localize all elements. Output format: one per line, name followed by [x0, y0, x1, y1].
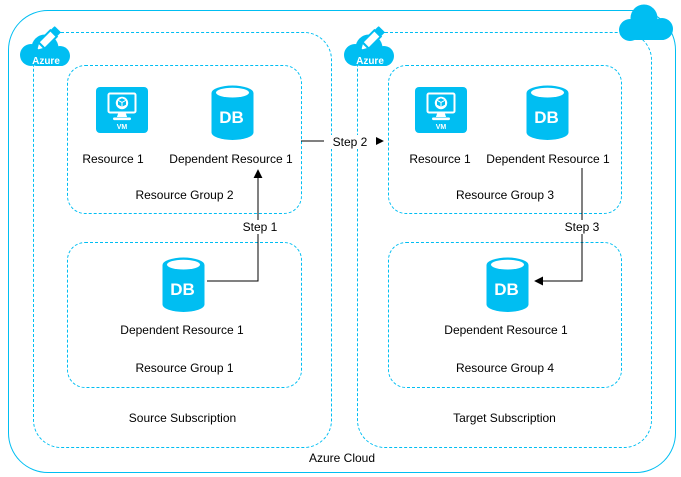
resource-label: Dependent Resource 1: [444, 323, 568, 337]
resource-label: Resource 1: [82, 152, 144, 166]
vm-icon-label: VM: [117, 124, 128, 131]
azure-logo-icon: Azure: [344, 26, 394, 67]
resource-group-1-box: Resource Group 1: [67, 242, 302, 388]
target-subscription-label: Target Subscription: [453, 411, 556, 425]
resource-group-2-label: Resource Group 2: [135, 188, 234, 202]
resource-group-3-label: Resource Group 3: [455, 188, 555, 202]
db-icon-label: DB: [219, 108, 244, 127]
azure-logo-label: Azure: [356, 56, 384, 67]
target-subscription-box: Target Subscription: [357, 32, 652, 448]
azure-logo-label: Azure: [32, 56, 60, 67]
db-icon: DB: [162, 257, 205, 312]
source-subscription-label: Source Subscription: [128, 411, 237, 425]
resource-label: Dependent Resource 1: [486, 152, 610, 166]
step-2-label: Step 2: [324, 135, 376, 149]
azure-logo-icon: Azure: [20, 26, 70, 67]
resource-label: Dependent Resource 1: [120, 323, 244, 337]
db-icon: DB: [486, 257, 529, 312]
source-subscription-box: Source Subscription: [33, 32, 332, 448]
db-icon: DB: [526, 85, 569, 140]
azure-cloud-container: Azure Cloud: [8, 10, 676, 473]
db-icon-label: DB: [494, 280, 519, 299]
db-icon-label: DB: [170, 280, 195, 299]
step-1-label: Step 1: [234, 220, 286, 234]
resource-label: Dependent Resource 1: [169, 152, 293, 166]
resource-group-4-label: Resource Group 4: [455, 361, 555, 375]
resource-label: Resource 1: [409, 152, 471, 166]
resource-group-1-label: Resource Group 1: [135, 361, 234, 375]
vm-icon: VM: [96, 87, 148, 133]
step-3-label: Step 3: [556, 220, 608, 234]
azure-cloud-label: Azure Cloud: [308, 451, 376, 465]
db-icon: DB: [211, 85, 254, 140]
vm-icon: VM: [415, 87, 467, 133]
resource-group-3-box: Resource Group 3: [388, 65, 622, 214]
db-icon-label: DB: [534, 108, 559, 127]
resource-group-4-box: Resource Group 4: [388, 242, 622, 388]
vm-icon-label: VM: [436, 124, 447, 131]
